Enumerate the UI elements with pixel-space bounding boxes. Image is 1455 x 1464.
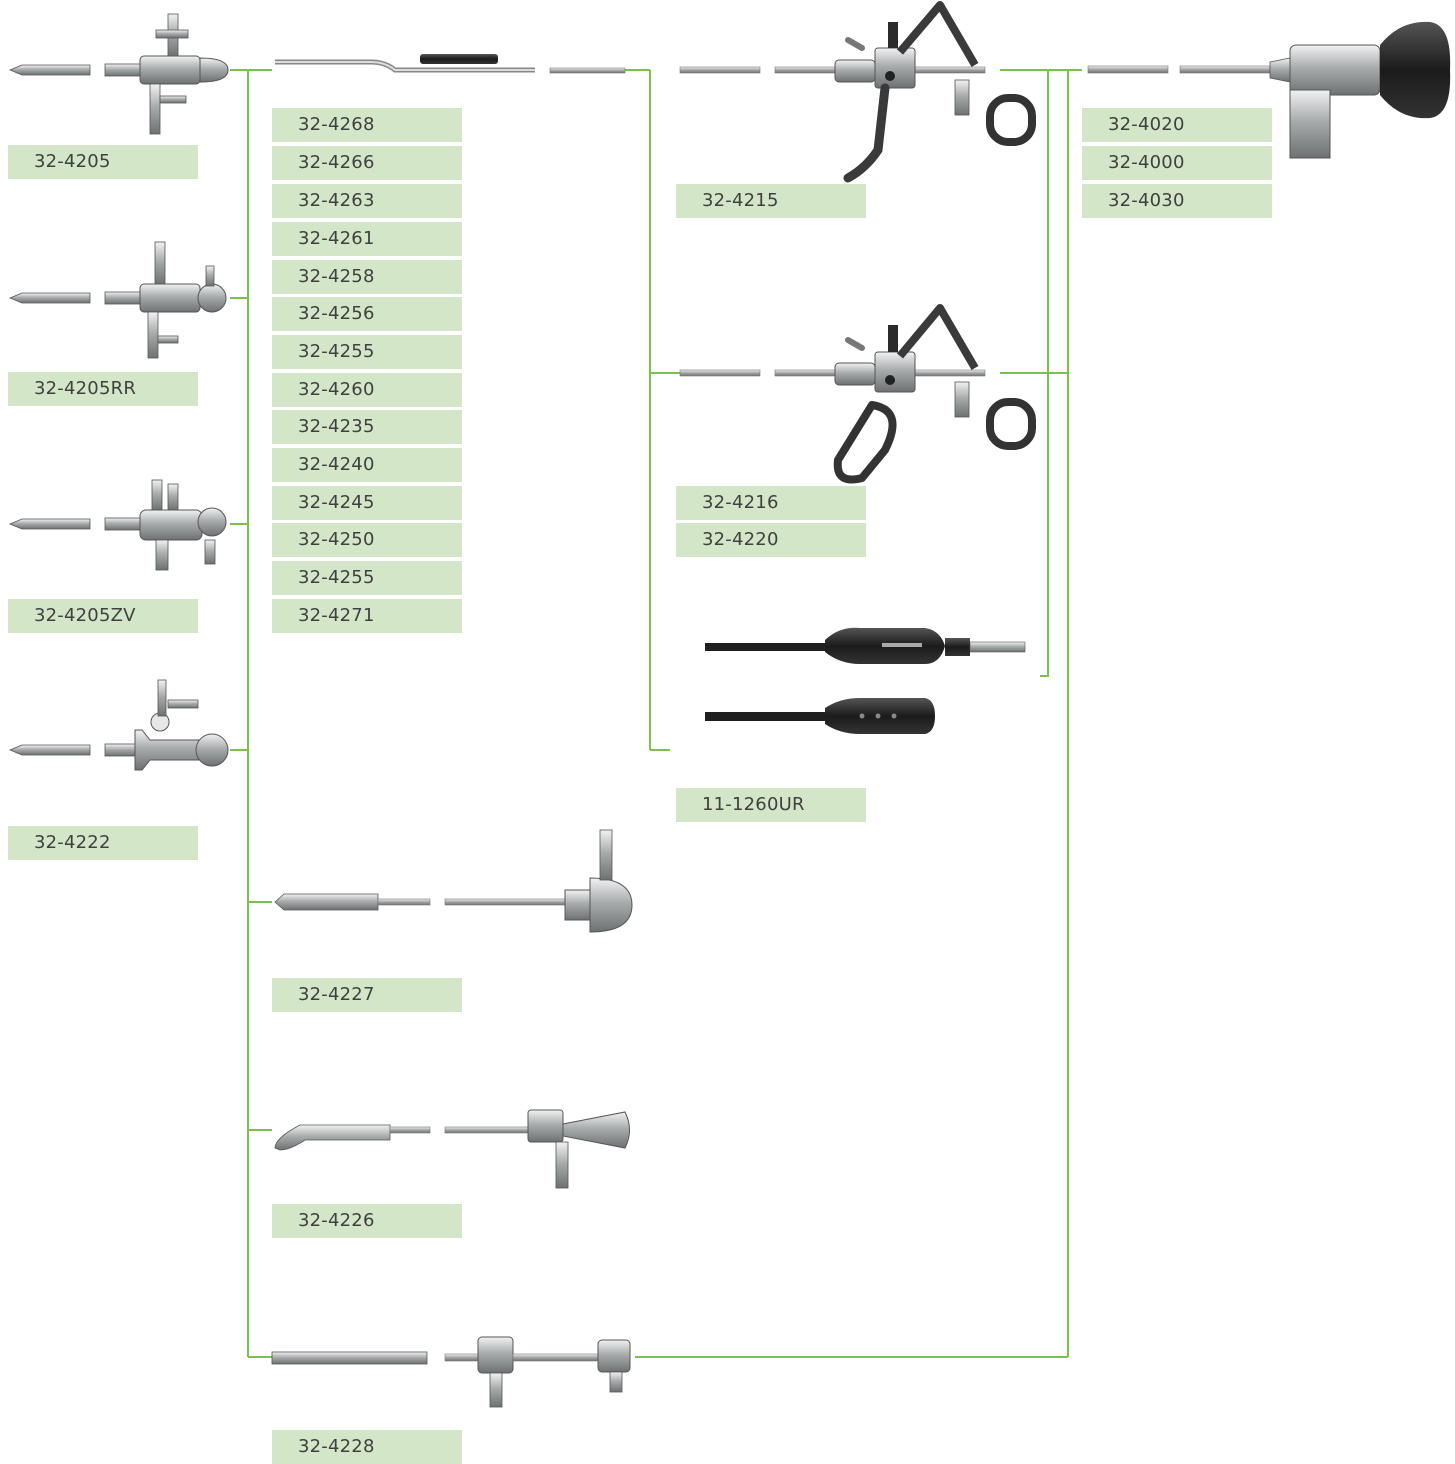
telescope-icon: [1087, 21, 1451, 159]
resectoscope-sheath-icon: [8, 241, 227, 359]
working-element-icon: [679, 304, 1036, 484]
bridge-icon: [274, 1109, 630, 1189]
resectoscope-sheath-icon: [8, 679, 229, 771]
part-number-label: 32-4255: [272, 561, 462, 595]
part-number-label: 32-4220: [676, 523, 866, 557]
part-number-label: 32-4258: [272, 260, 462, 294]
part-number-label: 32-4271: [272, 599, 462, 633]
part-number-label: 32-4030: [1082, 184, 1272, 218]
part-number-label: 32-4260: [272, 373, 462, 407]
part-number-label: 32-4235: [272, 410, 462, 444]
part-number-label: 32-4215: [676, 184, 866, 218]
bridge-icon: [274, 829, 633, 933]
part-number-label: 32-4245: [272, 486, 462, 520]
part-number-label: 32-4256: [272, 297, 462, 331]
part-number-label: 32-4205ZV: [8, 599, 198, 633]
part-number-label: 32-4261: [272, 222, 462, 256]
part-number-label: 32-4227: [272, 978, 462, 1012]
part-number-label: 32-4240: [272, 448, 462, 482]
part-number-label: 11-1260UR: [676, 788, 866, 822]
part-number-label: 32-4216: [676, 486, 866, 520]
part-number-label: 32-4000: [1082, 146, 1272, 180]
part-number-label: 32-4205: [8, 145, 198, 179]
hf-cable-icon: [705, 627, 1026, 734]
part-number-label: 32-4226: [272, 1204, 462, 1238]
resectoscope-sheath-icon: [8, 13, 229, 135]
part-number-label: 32-4205RR: [8, 372, 198, 406]
connector-lines: [230, 69, 1082, 1358]
obturator-icon: [275, 54, 626, 74]
part-number-label: 32-4250: [272, 523, 462, 557]
part-number-label: 32-4263: [272, 184, 462, 218]
working-element-icon: [679, 1, 1036, 183]
part-number-label: 32-4222: [8, 826, 198, 860]
bridge-icon: [271, 1336, 631, 1408]
part-number-label: 32-4268: [272, 108, 462, 142]
part-number-label: 32-4228: [272, 1430, 462, 1464]
part-number-label: 32-4255: [272, 335, 462, 369]
part-number-label: 32-4266: [272, 146, 462, 180]
resectoscope-sheath-icon: [8, 479, 227, 571]
part-number-label: 32-4020: [1082, 108, 1272, 142]
